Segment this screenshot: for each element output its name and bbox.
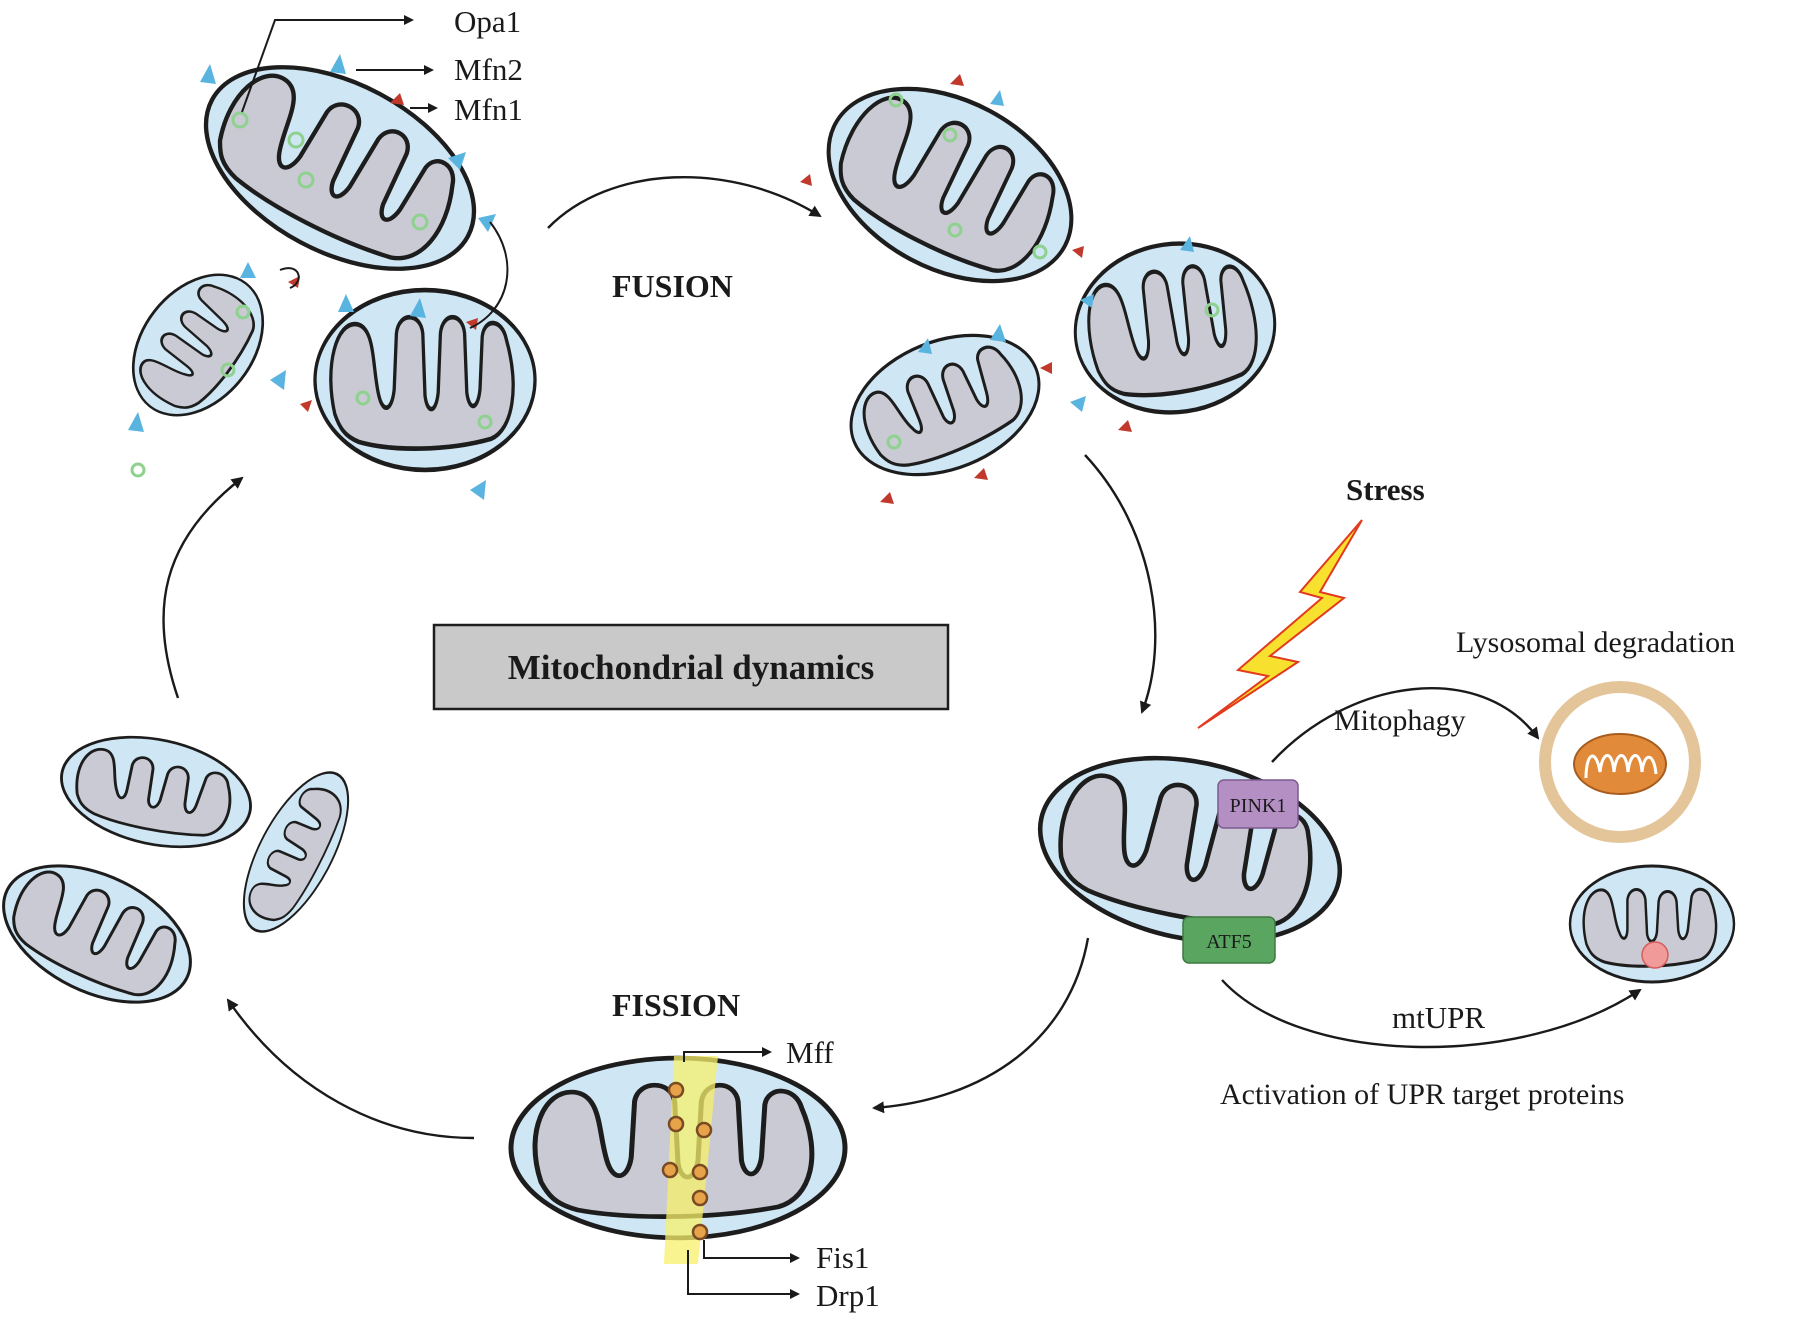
degraded-mitochondrion	[1573, 733, 1667, 795]
center-label: Mitochondrial dynamics	[508, 648, 875, 687]
fused-mitochondrion-right	[1064, 231, 1285, 425]
fusion-input-mitochondria	[105, 26, 535, 500]
atf5-box: ATF5	[1182, 916, 1276, 964]
tether-arc-left	[279, 267, 300, 289]
upr-activation-label: Activation of UPR target proteins	[1220, 1078, 1624, 1111]
pink1-label: PINK1	[1230, 795, 1287, 817]
fis1-label: Fis1	[816, 1240, 869, 1275]
network-to-stress-arrow	[1084, 454, 1157, 714]
fission-to-fragments-arrow	[226, 998, 475, 1140]
fused-mitochondrial-network	[796, 50, 1286, 504]
lysosome	[1539, 681, 1701, 843]
fission-constriction-ring	[664, 1056, 718, 1264]
mfn1-markers	[288, 93, 478, 412]
fusion-title: FUSION	[612, 268, 733, 304]
fused-mitochondrion-bottom	[828, 307, 1062, 503]
fused-mfn1-markers	[800, 74, 1132, 504]
fused-mfn2-markers	[918, 90, 1194, 412]
stress-title: Stress	[1346, 472, 1425, 507]
mfn2-markers	[128, 54, 496, 500]
tether-arc-right	[469, 221, 509, 329]
upr-protein	[1641, 941, 1669, 969]
mff-label: Mff	[786, 1035, 834, 1070]
fission-protein-labels: Mff Fis1 Drp1	[683, 1035, 880, 1313]
mitochondrion-small-left	[105, 248, 291, 442]
fragments-to-fusion-arrow	[162, 476, 244, 699]
pink1-box: PINK1	[1217, 779, 1299, 829]
fission-title: FISSION	[612, 987, 740, 1023]
fused-opa1-markers	[886, 92, 1220, 450]
fragmented-mitochondria	[0, 719, 371, 1032]
fused-mitochondrion-top	[796, 50, 1105, 321]
fragment-bottom	[0, 836, 214, 1032]
fragment-top	[49, 719, 263, 865]
opa1-markers	[130, 111, 493, 478]
opa1-label: Opa1	[454, 4, 521, 39]
fusion-arrow	[547, 176, 822, 229]
lightning-icon	[1197, 519, 1363, 729]
mtupr-arrow	[1221, 979, 1642, 1049]
fusion-protein-labels: Opa1 Mfn2 Mfn1	[241, 4, 523, 127]
mtupr-label: mtUPR	[1392, 1000, 1485, 1035]
mitophagy-arrow	[1271, 687, 1540, 763]
mfn1-label: Mfn1	[454, 92, 523, 127]
stress-to-fission-arrow	[872, 937, 1090, 1114]
center-label-box: Mitochondrial dynamics	[432, 623, 950, 711]
mitophagy-label: Mitophagy	[1334, 704, 1466, 737]
lysosomal-degradation-label: Lysosomal degradation	[1456, 626, 1735, 659]
atf5-label: ATF5	[1206, 931, 1252, 953]
mfn2-label: Mfn2	[454, 52, 523, 87]
drp1-label: Drp1	[816, 1278, 880, 1313]
drp1-fis1-markers	[661, 1081, 713, 1241]
